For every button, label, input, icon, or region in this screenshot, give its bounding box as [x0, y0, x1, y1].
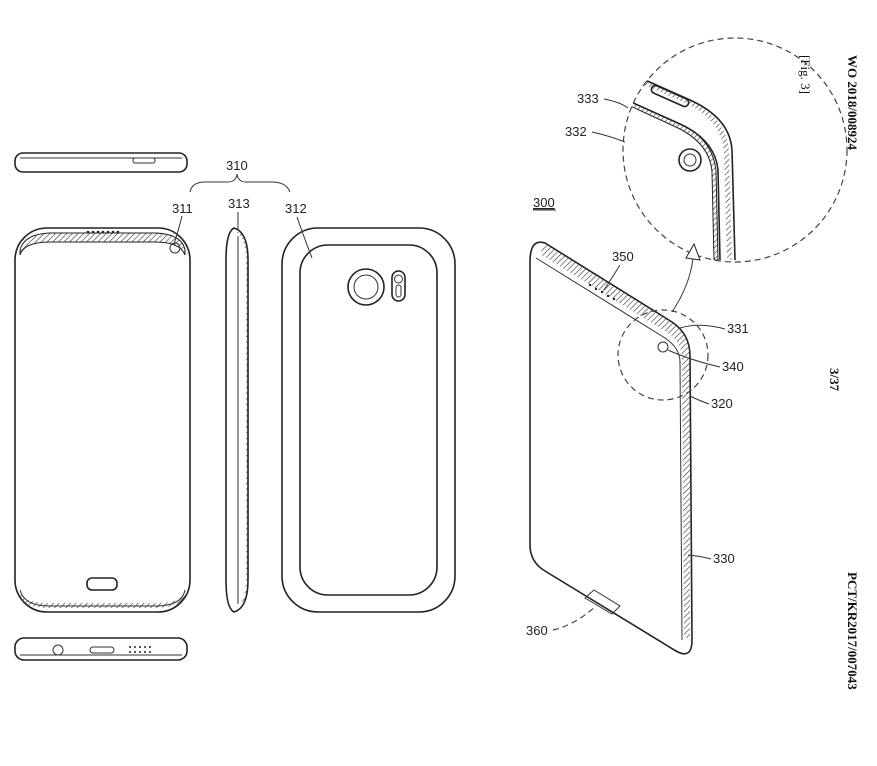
- group-brace: [189, 173, 291, 193]
- label-350: 350: [612, 249, 634, 264]
- detail-circle-large: [622, 37, 848, 263]
- phone-front-view: [14, 227, 191, 613]
- phone-top-view: [14, 152, 188, 173]
- camera-icon: [347, 268, 385, 306]
- label-300: 300: [533, 195, 555, 210]
- phone-bottom-view: [14, 637, 188, 661]
- label-331: 331: [727, 321, 749, 336]
- phone-perspective-view: [529, 241, 693, 655]
- application-number: PCT/KR2017/007043: [845, 572, 860, 690]
- label-312: 312: [285, 201, 307, 216]
- phone-back-view: [281, 227, 456, 613]
- home-button: [86, 577, 118, 591]
- detail-circle-small: [617, 309, 709, 401]
- detail-arrow: [671, 257, 694, 313]
- label-340: 340: [722, 359, 744, 374]
- label-332: 332: [565, 124, 587, 139]
- detail-enlarged: [623, 59, 736, 261]
- home-button: [584, 589, 621, 615]
- label-360: 360: [526, 623, 548, 638]
- label-310: 310: [226, 158, 248, 173]
- label-330: 330: [713, 551, 735, 566]
- label-313: 313: [228, 196, 250, 211]
- sheet-number: 3/37: [827, 368, 842, 392]
- label-320: 320: [711, 396, 733, 411]
- label-333: 333: [577, 91, 599, 106]
- label-311: 311: [172, 201, 193, 216]
- figure-label: [Fig. 3]: [798, 55, 813, 94]
- publication-number: WO 2018/008924: [845, 55, 860, 150]
- phone-side-view: [225, 227, 249, 613]
